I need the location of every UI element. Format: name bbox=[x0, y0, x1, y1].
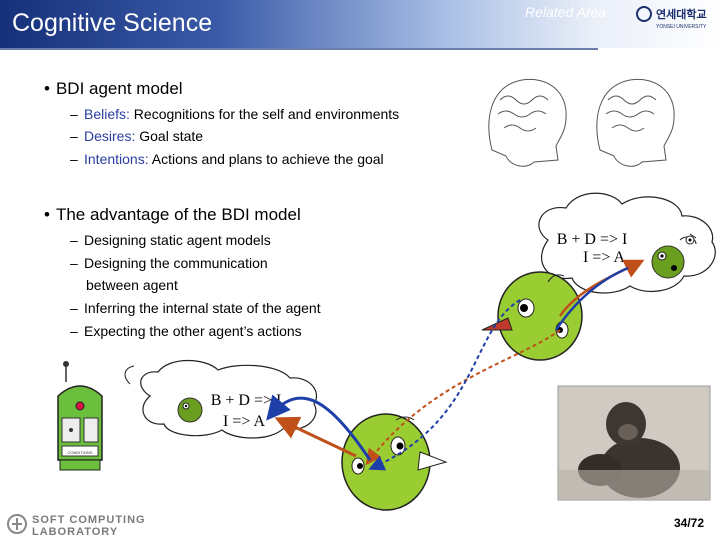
bullet-bdi-advantage: •The advantage of the BDI model bbox=[44, 205, 301, 224]
lab-name-line1: SOFT COMPUTING bbox=[32, 514, 146, 526]
solid-red-arrow-right bbox=[558, 259, 645, 317]
sub-text: Inferring the internal state of the agen… bbox=[84, 300, 321, 316]
robot-panel-text: CONDITIONS bbox=[67, 450, 92, 455]
page-number: 34/72 bbox=[674, 516, 705, 530]
solid-blue-arrow bbox=[266, 394, 372, 461]
term-desires: Desires: bbox=[84, 128, 136, 144]
university-logo: 연세대학교 YONSEI UNIVERSITY bbox=[636, 2, 716, 40]
bird-agent-lower bbox=[341, 413, 448, 511]
bird-agent-upper bbox=[481, 271, 583, 361]
sub-text: Designing the communication bbox=[84, 255, 268, 271]
sub-text: Designing static agent models bbox=[84, 232, 271, 248]
header-bar: Cognitive Science Related Area 연세대학교 YON… bbox=[0, 0, 720, 48]
header-rule bbox=[0, 48, 598, 50]
lab-name-line2: LABORATORY bbox=[32, 526, 119, 538]
sub-text: Expecting the other agent’s actions bbox=[84, 323, 302, 339]
slide-title: Cognitive Science bbox=[12, 9, 213, 37]
chimpanzee-photo bbox=[557, 385, 711, 501]
dashed-blue-arrow bbox=[368, 299, 521, 471]
term-beliefs: Beliefs: bbox=[84, 106, 130, 122]
desc-beliefs: Recognitions for the self and environmen… bbox=[129, 106, 400, 122]
thought-formula-right-1: B + D => I bbox=[557, 231, 628, 248]
sub-item-expecting: –Expecting the other agent’s actions bbox=[70, 323, 302, 339]
bullet-text: BDI agent model bbox=[55, 79, 183, 98]
desc-intentions: Actions and plans to achieve the goal bbox=[148, 151, 384, 167]
logo-subtext: YONSEI UNIVERSITY bbox=[656, 24, 707, 30]
lab-logo-icon bbox=[7, 514, 27, 534]
solid-red-arrow-left bbox=[274, 416, 357, 458]
brain-head-illustration bbox=[488, 78, 675, 167]
sub-item-communication-cont: between agent bbox=[86, 277, 178, 293]
solid-blue-arrow-right bbox=[554, 266, 629, 331]
term-intentions: Intentions: bbox=[84, 151, 149, 167]
thought-formula-left-1: B + D => I bbox=[211, 392, 282, 409]
related-area-label: Related Area bbox=[525, 4, 607, 20]
lab-logo: SOFT COMPUTING LABORATORY bbox=[6, 512, 146, 538]
bullet-bdi-agent-model: •BDI agent model bbox=[44, 79, 183, 98]
seal-icon bbox=[636, 6, 652, 22]
sub-item-static-models: –Designing static agent models bbox=[70, 232, 271, 248]
sub-item-communication: –Designing the communication bbox=[70, 255, 268, 271]
sub-item-inferring: –Inferring the internal state of the age… bbox=[70, 300, 321, 316]
sub-item-desires: –Desires: Goal state bbox=[70, 128, 204, 144]
desc-desires: Goal state bbox=[135, 128, 204, 144]
thought-formula-right-2: I => A bbox=[583, 249, 625, 266]
dashed-red-arrow bbox=[365, 329, 561, 466]
sub-item-beliefs: –Beliefs: Recognitions for the self and … bbox=[70, 106, 400, 122]
sub-item-intentions: –Intentions: Actions and plans to achiev… bbox=[70, 151, 384, 167]
bullet-text: The advantage of the BDI model bbox=[55, 205, 301, 224]
logo-text: 연세대학교 bbox=[656, 9, 707, 21]
thought-formula-left-2: I => A bbox=[223, 413, 265, 430]
robot-illustration bbox=[57, 361, 103, 471]
